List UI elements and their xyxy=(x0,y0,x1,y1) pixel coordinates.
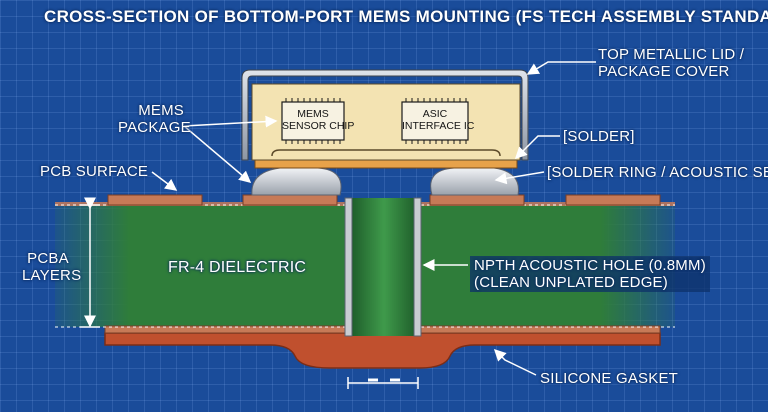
top-lid-label: TOP METALLIC LID / PACKAGE COVER xyxy=(598,46,744,80)
npth-label-line1: NPTH ACOUSTIC HOLE (0.8MM) xyxy=(474,257,706,274)
silicone-gasket-shape xyxy=(104,332,661,369)
solder-joint-left xyxy=(251,167,342,196)
mems-package-label-line1: MEMS xyxy=(138,102,184,119)
pcba-layers-label-line2: LAYERS xyxy=(22,267,82,284)
pcba-dimension-arrow xyxy=(80,197,100,328)
pcb-surface-label: PCB SURFACE xyxy=(40,163,149,180)
pcb-pad-center-left xyxy=(242,194,338,206)
pcb-pad-left xyxy=(107,194,203,206)
chip-pins xyxy=(285,98,467,144)
mems-package-label: MEMS PACKAGE xyxy=(118,102,191,136)
leader-mems-package-b xyxy=(183,125,252,183)
acoustic-hole xyxy=(351,198,417,336)
fr4-dielectric-label: FR-4 DIELECTRIC xyxy=(168,259,307,276)
solder-ring-label: [SOLDER RING / ACOUSTIC SEAL] xyxy=(547,164,768,181)
npth-label-line2: (CLEAN UNPLATED EDGE) xyxy=(474,274,668,291)
leader-solder-ring xyxy=(494,171,545,185)
pcb-pad-center-right xyxy=(429,194,525,206)
mems-chip-label: MEMS SENSOR CHIP xyxy=(282,108,355,132)
pcba-layers-label: PCBA LAYERS xyxy=(22,250,82,284)
mems-chip-label-line2: SENSOR CHIP xyxy=(282,120,355,132)
asic-chip-label-line1: ASIC xyxy=(422,108,448,120)
solder-joint-right xyxy=(430,167,519,196)
pcb-pad-right xyxy=(565,194,661,206)
asic-chip-label-line2: INTERFACE IC xyxy=(402,120,475,132)
solder-label: [SOLDER] xyxy=(563,128,635,145)
package-substrate xyxy=(254,159,518,169)
hole-wall-left xyxy=(344,197,353,337)
leader-solder xyxy=(514,135,560,160)
asic-chip-body xyxy=(401,101,469,141)
mems-package-label-line2: PACKAGE xyxy=(118,119,191,136)
metal-lid xyxy=(241,69,529,161)
scale-bar xyxy=(347,377,419,389)
silicone-gasket-label: SILICONE GASKET xyxy=(540,370,679,387)
inner-cavity-line xyxy=(271,149,501,157)
asic-chip-label: ASIC INTERFACE IC xyxy=(402,108,475,132)
top-lid-label-line1: TOP METALLIC LID / xyxy=(598,46,745,63)
leader-lines xyxy=(151,61,596,376)
diagram-title: CROSS-SECTION OF BOTTOM-PORT MEMS MOUNTI… xyxy=(44,7,768,26)
leader-pcb-surface xyxy=(151,171,178,191)
mems-chip-body xyxy=(281,101,345,141)
hole-wall-right xyxy=(413,197,422,337)
mems-chip-label-line1: MEMS xyxy=(297,108,329,120)
leader-gasket xyxy=(493,348,537,376)
leader-mems-package-a xyxy=(183,115,278,128)
leader-top-lid xyxy=(526,61,596,75)
npth-label: NPTH ACOUSTIC HOLE (0.8MM) (CLEAN UNPLAT… xyxy=(470,256,710,292)
top-lid-label-line2: PACKAGE COVER xyxy=(598,63,730,80)
pcba-layers-label-line1: PCBA xyxy=(27,250,69,267)
